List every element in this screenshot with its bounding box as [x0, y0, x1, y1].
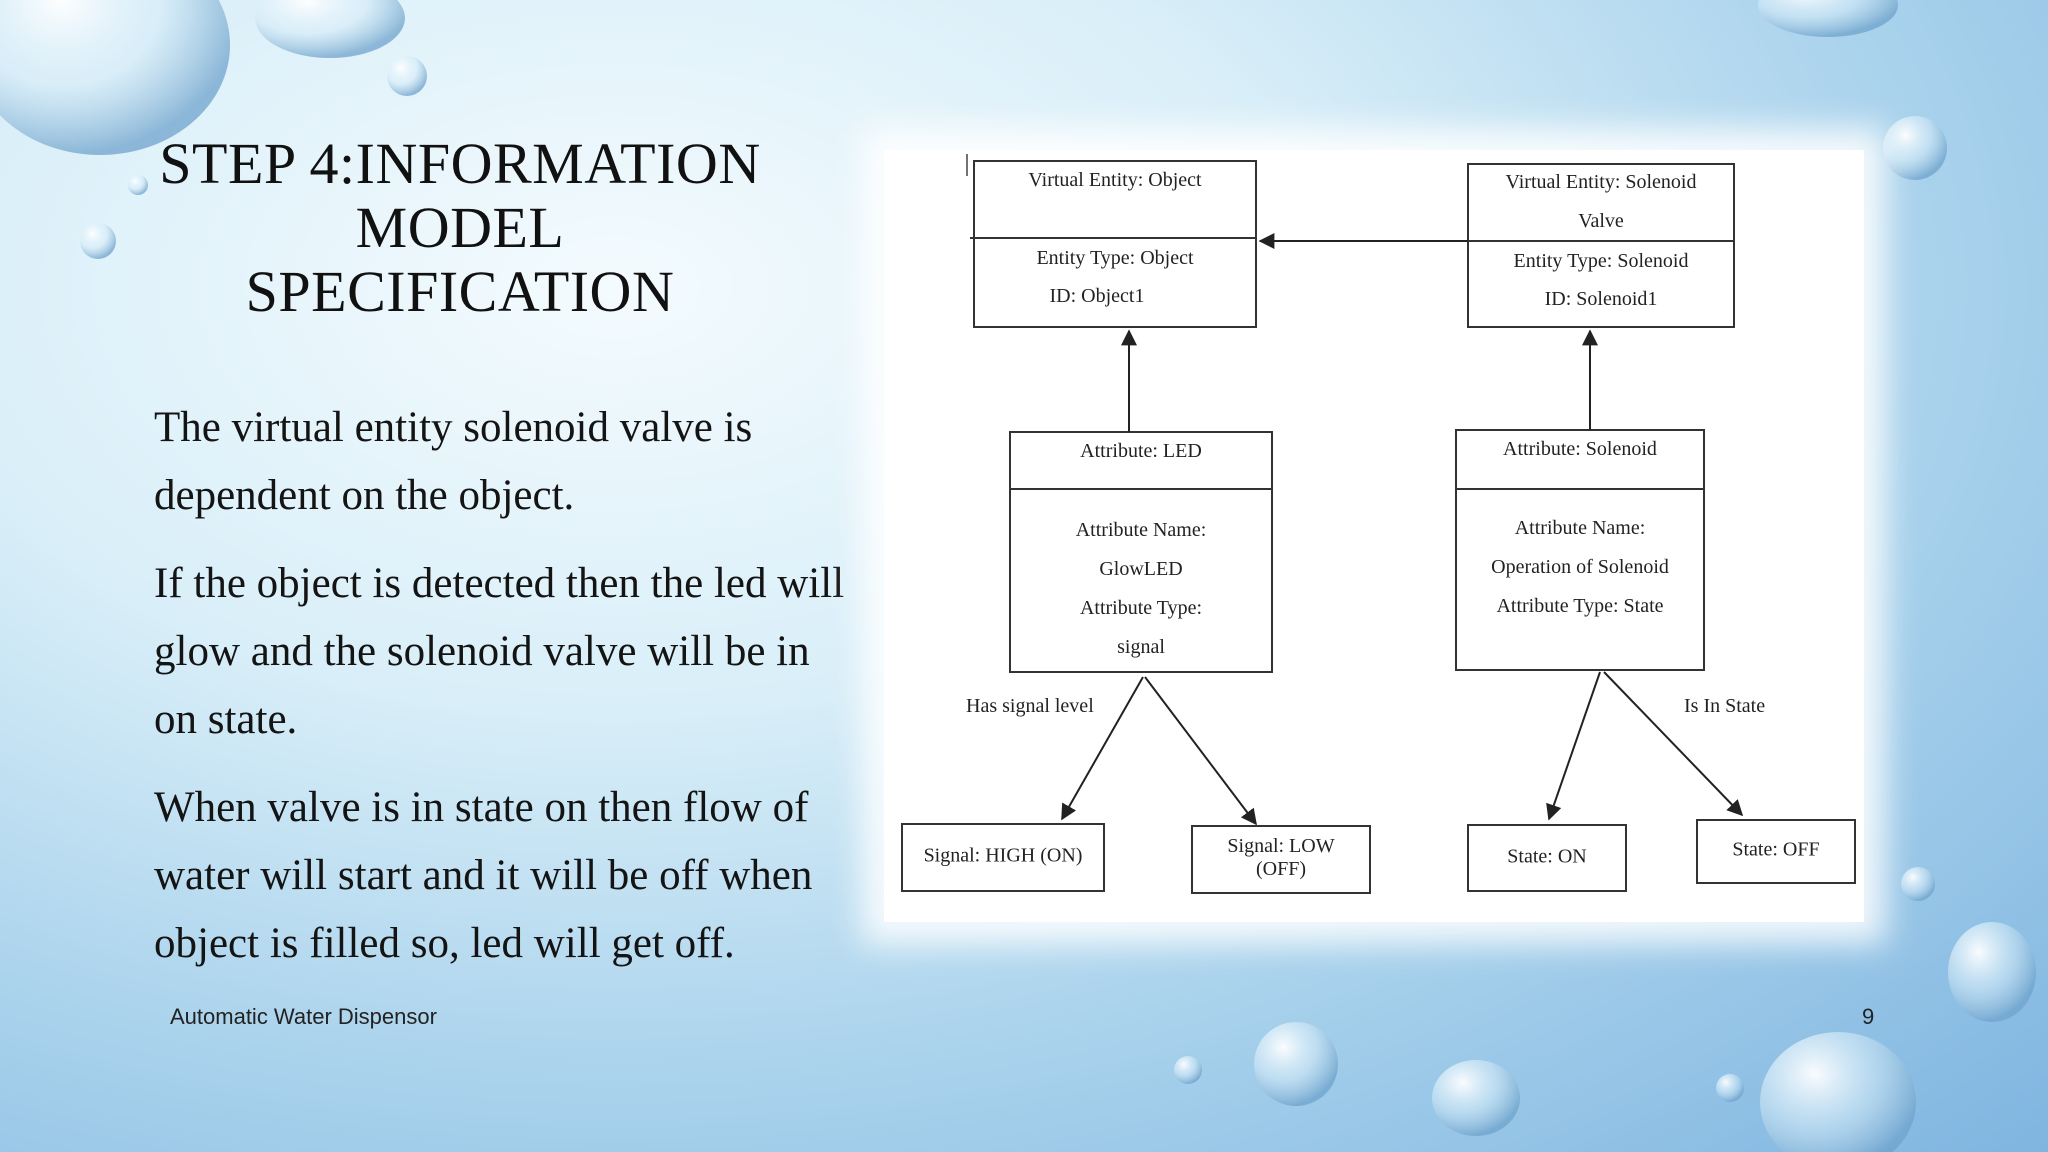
water-drop-icon: [387, 56, 427, 96]
water-drop-icon: [1760, 1032, 1916, 1152]
signal-low-label-2: (OFF): [1256, 858, 1306, 880]
slide-body: The virtual entity solenoid valve is dep…: [154, 394, 854, 998]
title-line: SPECIFICATION: [245, 259, 675, 324]
ve-object-header: Virtual Entity: Object: [1028, 169, 1202, 191]
ve-object-type: Entity Type: Object: [1036, 247, 1194, 269]
attr-solenoid-header: Attribute: Solenoid: [1503, 438, 1657, 460]
signal-low-box: Signal: LOW (OFF): [1191, 825, 1371, 894]
attr-led-name: GlowLED: [1099, 558, 1182, 580]
attr-solenoid-box: Attribute: Solenoid Attribute Name: Oper…: [1455, 429, 1705, 671]
water-drop-icon: [0, 0, 230, 155]
body-paragraph: The virtual entity solenoid valve is dep…: [154, 404, 753, 519]
state-on-box: State: ON: [1467, 824, 1627, 892]
body-paragraph: If the object is detected then the led w…: [154, 560, 845, 743]
water-drop-icon: [1432, 1060, 1520, 1136]
ve-solenoid-type: Entity Type: Solenoid: [1514, 250, 1689, 272]
ve-object-id: ID: Object1: [1050, 285, 1145, 307]
ve-object-box: Virtual Entity: Object Entity Type: Obje…: [970, 160, 1257, 328]
ve-solenoid-id: ID: Solenoid1: [1545, 288, 1658, 310]
water-drop-icon: [1254, 1022, 1338, 1106]
relation-label-left: Has signal level: [966, 695, 1094, 717]
water-drop-icon: [255, 0, 405, 58]
water-drop-icon: [80, 223, 116, 259]
water-drop-icon: [1901, 867, 1935, 901]
signal-low-label: Signal: LOW: [1227, 835, 1334, 857]
water-drop-icon: [1174, 1056, 1202, 1084]
state-off-label: State: OFF: [1732, 839, 1819, 861]
water-drop-icon: [1948, 922, 2036, 1022]
signal-high-label: Signal: HIGH (ON): [924, 845, 1083, 867]
page-number: 9: [1862, 1004, 1875, 1029]
slide-footer: Automatic Water Dispensor: [170, 1004, 437, 1029]
to-state-off-arrow: [1603, 671, 1744, 817]
information-model-diagram: Virtual Entity: Object Entity Type: Obje…: [884, 150, 1864, 922]
relation-label-right: Is In State: [1684, 695, 1765, 717]
attr-led-box: Attribute: LED Attribute Name: GlowLED A…: [1009, 431, 1273, 673]
body-paragraph: When valve is in state on then flow of w…: [154, 784, 813, 967]
attr-led-type: signal: [1117, 636, 1165, 658]
water-drop-icon: [128, 175, 148, 195]
attr-solenoid-name-label: Attribute Name:: [1515, 517, 1646, 539]
ve-solenoid-box: Virtual Entity: Solenoid Valve Entity Ty…: [1467, 163, 1735, 328]
state-off-box: State: OFF: [1696, 819, 1856, 884]
to-state-on-arrow: [1546, 671, 1601, 821]
title-line: MODEL: [355, 195, 565, 260]
signal-high-box: Signal: HIGH (ON): [901, 823, 1105, 892]
to-signal-high-arrow: [1061, 676, 1144, 821]
ve-solenoid-header: Virtual Entity: Solenoid: [1505, 171, 1696, 193]
slide-title: STEP 4:INFORMATION MODEL SPECIFICATION: [130, 132, 790, 324]
attr-solenoid-type: Attribute Type: State: [1496, 595, 1663, 617]
water-drop-icon: [1716, 1074, 1744, 1102]
attr-led-type-label: Attribute Type:: [1080, 597, 1202, 619]
to-signal-low-arrow: [1144, 676, 1257, 826]
water-drop-icon: [1883, 116, 1947, 180]
state-on-label: State: ON: [1507, 846, 1586, 868]
ve-solenoid-header-2: Valve: [1578, 210, 1624, 232]
attr-solenoid-name: Operation of Solenoid: [1491, 556, 1669, 578]
title-line: STEP 4:INFORMATION: [159, 131, 761, 196]
attr-led-header: Attribute: LED: [1080, 440, 1202, 462]
water-drop-icon: [1758, 0, 1898, 37]
attr-led-name-label: Attribute Name:: [1076, 519, 1207, 541]
